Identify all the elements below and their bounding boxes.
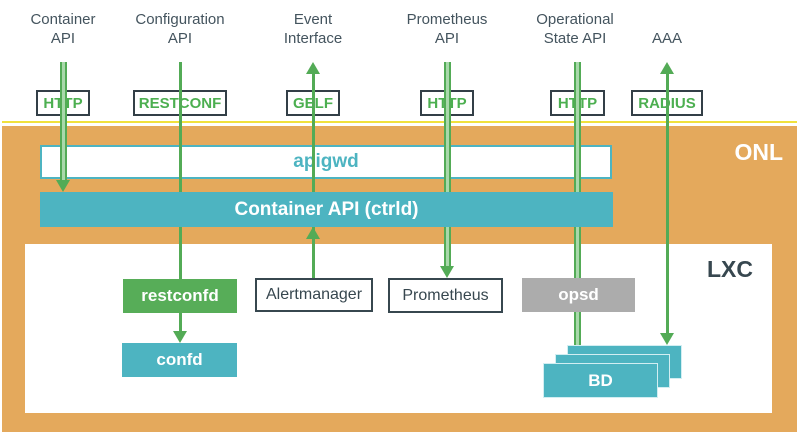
onl-layer-label: ONL [734,139,783,165]
opsd-box: opsd [522,278,635,312]
lxc-layer-label: LXC [707,256,753,282]
arrowhead-confd-down-icon [173,331,187,343]
connector-container-api-line [60,62,67,180]
alertmanager-box: Alertmanager [255,278,373,312]
container-api-ctrld-label: Container API (ctrld) [234,198,419,220]
api-label-operational-state-api: Operational State API [536,11,614,47]
arrowhead-gelf-top-up-icon [306,62,320,74]
api-label-aaa: AAA [651,30,682,47]
apigwd-label: apigwd [293,151,359,172]
api-label-event-interface: Event Interface [283,11,343,47]
arrowhead-gelf-ctrld-up-icon [306,227,320,239]
apigwd-box: apigwd [40,145,612,179]
arrowhead-radius-bd-down-icon [660,333,674,345]
api-label-container-api: Container API [30,11,96,47]
arrowhead-radius-top-up-icon [660,62,674,74]
api-label-configuration-api: Configuration API [135,11,225,47]
connector-radius-line [666,73,669,333]
connector-restconfd-confd-line [179,313,182,332]
confd-box: confd [122,343,237,377]
api-label-prometheus-api: Prometheus API [406,11,488,47]
prometheus-box: Prometheus [388,278,503,313]
bd-label: BD [588,370,613,390]
arrowhead-prometheus-down-icon [440,266,454,278]
bd-stack-front: BD [543,363,658,398]
connector-restconf-line [179,62,182,280]
container-api-ctrld-bar: Container API (ctrld) [40,192,613,227]
connector-gelf-line [312,73,315,278]
connector-prometheus-line [444,62,451,266]
arrowhead-container-api-down-icon [56,180,70,192]
onl-band-top-border [2,121,797,123]
restconfd-box: restconfd [123,279,237,313]
